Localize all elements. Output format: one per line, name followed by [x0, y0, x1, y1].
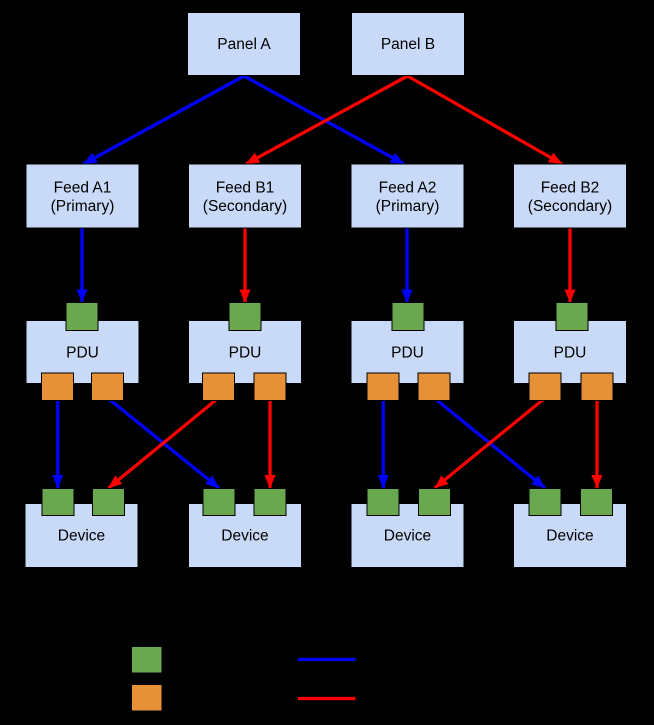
svg-text:PDU: PDU [229, 345, 262, 362]
svg-text:Feed B2: Feed B2 [541, 180, 600, 197]
svg-text:(Secondary): (Secondary) [528, 198, 612, 215]
svg-text:Panel B: Panel B [381, 36, 435, 53]
svg-text:Device: Device [384, 528, 431, 545]
svg-text:Device: Device [58, 528, 105, 545]
svg-text:Feed B1: Feed B1 [216, 180, 275, 197]
svg-text:Feed A2: Feed A2 [379, 180, 437, 197]
svg-text:Device: Device [221, 528, 268, 545]
svg-text:(Primary): (Primary) [376, 198, 440, 215]
svg-text:PDU: PDU [66, 345, 99, 362]
svg-text:PDU: PDU [391, 345, 424, 362]
svg-text:(Primary): (Primary) [51, 198, 115, 215]
svg-text:Panel A: Panel A [217, 36, 271, 53]
svg-text:Feed A1: Feed A1 [54, 180, 112, 197]
svg-text:Device: Device [546, 528, 593, 545]
svg-text:(Secondary): (Secondary) [203, 198, 287, 215]
svg-text:PDU: PDU [554, 345, 587, 362]
